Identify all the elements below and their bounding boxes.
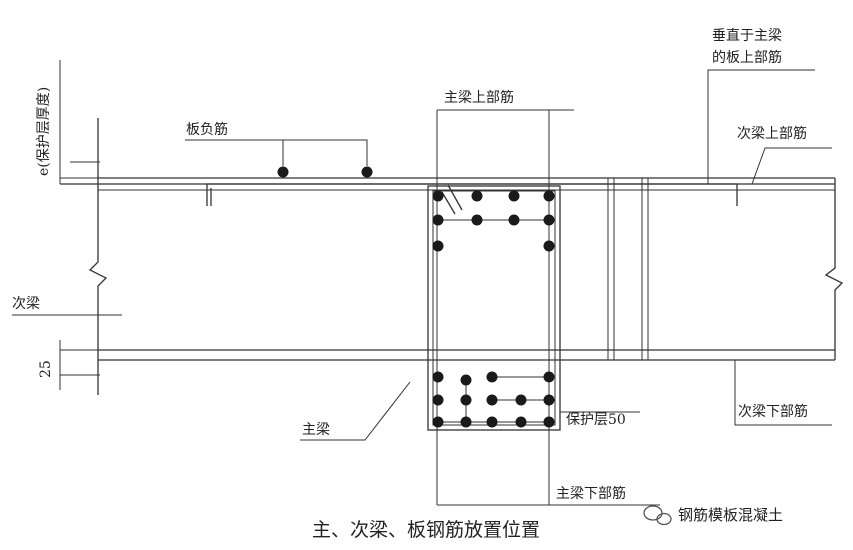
main-top-bar-8 — [543, 214, 555, 226]
main-top-bar-5 — [432, 214, 444, 226]
main-bottom-bar-2 — [486, 371, 498, 383]
main-bottom-bar-7 — [486, 394, 498, 406]
main-bottom-bar-14 — [543, 416, 555, 428]
label-cover-50: 保护层50 — [566, 412, 626, 428]
main-bottom-bar-13 — [515, 416, 527, 428]
main-bottom-bar-4 — [460, 374, 472, 386]
main-bottom-bar-11 — [460, 416, 472, 428]
main-bottom-bar-5 — [432, 394, 444, 406]
main-bottom-bar-12 — [486, 416, 498, 428]
main-bottom-bar-10 — [432, 416, 444, 428]
main-top-bar-7 — [508, 214, 520, 226]
label-dim-25: 25 — [38, 360, 54, 378]
main-top-bar-4 — [543, 190, 555, 202]
watermark: 钢筋模板混凝土 — [643, 505, 783, 526]
watermark-text: 钢筋模板混凝土 — [678, 506, 783, 524]
label-perp-top-1: 垂直于主梁 — [712, 27, 782, 44]
label-main-top: 主梁上部筋 — [444, 89, 514, 106]
main-bottom-bar-6 — [460, 394, 472, 406]
label-main-bottom: 主梁下部筋 — [556, 485, 626, 502]
leader-lines — [12, 60, 832, 506]
wechat-icon — [643, 505, 672, 526]
secondary-beam-stirrups — [607, 178, 649, 360]
main-beam-bottom-bars — [432, 371, 555, 428]
label-main-beam: 主梁 — [302, 422, 330, 438]
main-side-bar-1 — [432, 240, 444, 252]
label-perp-top-2: 的板上部筋 — [712, 49, 782, 66]
section-outline — [60, 118, 844, 395]
main-bottom-bar-8 — [515, 394, 527, 406]
main-beam-section — [427, 110, 561, 505]
figure-caption: 主、次梁、板钢筋放置位置 — [312, 519, 540, 541]
slab-bar-dot-2 — [361, 166, 373, 178]
main-top-bar-1 — [432, 190, 444, 202]
slab-bar-dot-1 — [277, 166, 289, 178]
label-sec-top: 次梁上部筋 — [737, 125, 807, 142]
slab-negative-bar — [206, 183, 738, 206]
label-cover-thickness: e(保护层厚度) — [36, 87, 52, 176]
main-bottom-bar-1 — [432, 371, 444, 383]
label-sec-bottom: 次梁下部筋 — [738, 403, 808, 420]
main-side-bar-2 — [543, 240, 555, 252]
main-beam-top-bars — [432, 190, 555, 252]
main-bottom-bar-3 — [543, 371, 555, 383]
label-secondary-beam: 次梁 — [12, 296, 40, 312]
main-top-bar-3 — [508, 190, 520, 202]
label-slab-negative: 板负筋 — [186, 121, 228, 138]
main-bottom-bar-9 — [543, 394, 555, 406]
main-top-bar-6 — [471, 214, 483, 226]
main-top-bar-2 — [471, 190, 483, 202]
